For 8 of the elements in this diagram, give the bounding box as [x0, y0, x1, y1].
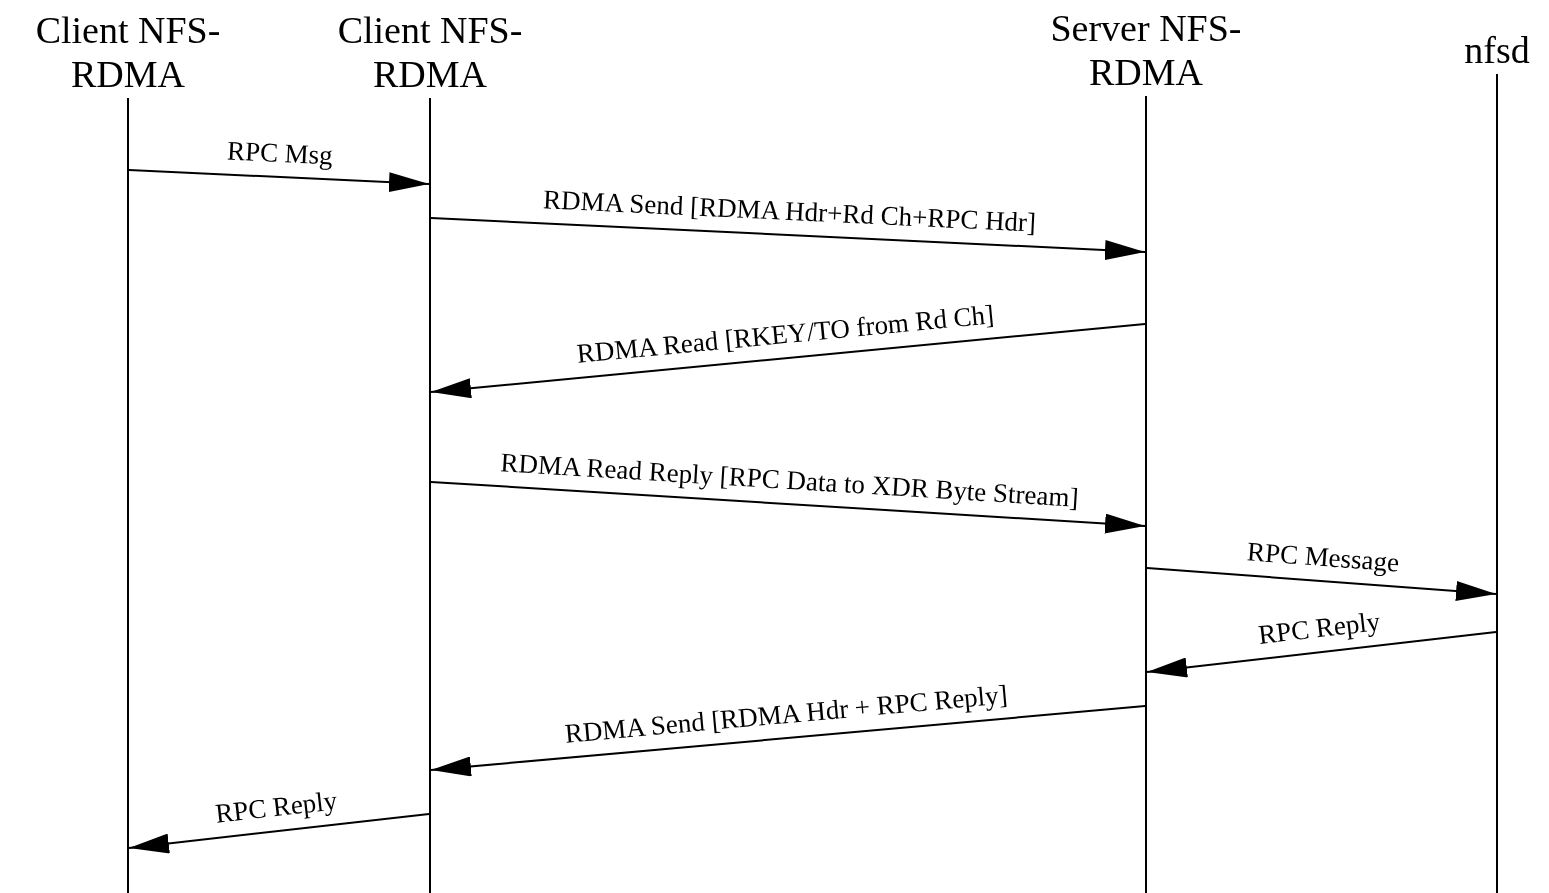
message-arrow: [430, 705, 1146, 778]
message-arrow: [430, 323, 1146, 400]
message-arrow: [128, 813, 430, 855]
message-arrow: [1146, 567, 1497, 602]
message-arrow: [430, 217, 1146, 261]
message-arrow: [1146, 631, 1497, 679]
message-arrow: [128, 169, 430, 193]
message-arrow: [430, 481, 1146, 535]
